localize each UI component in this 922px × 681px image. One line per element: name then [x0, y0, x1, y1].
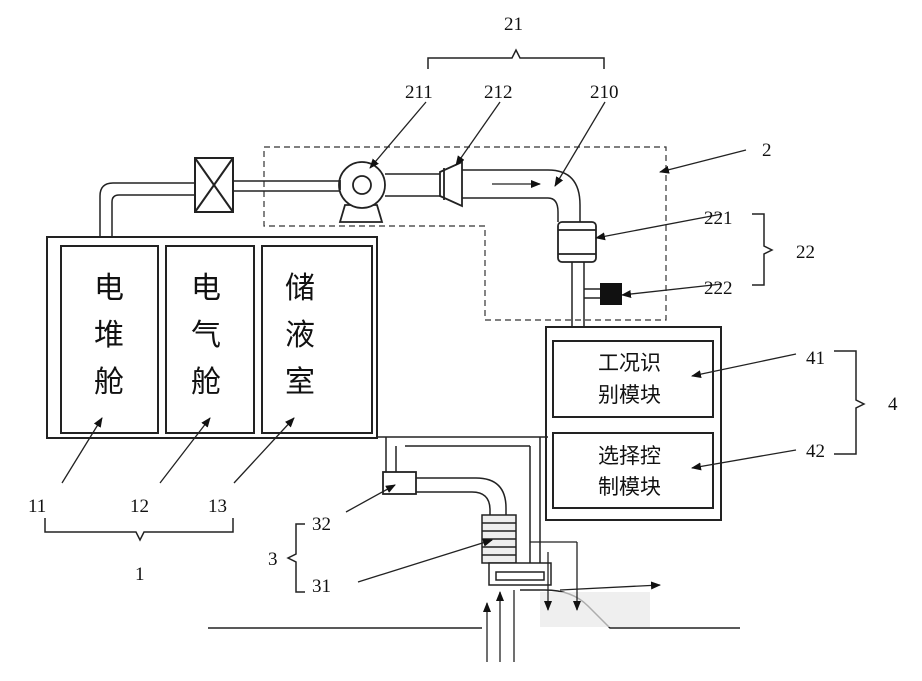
label-41: 41 [806, 348, 825, 369]
label-211: 211 [405, 82, 433, 103]
module-42-line-2: 制模块 [598, 475, 661, 499]
label-4: 4 [888, 394, 898, 415]
ground [208, 590, 740, 628]
electric-char-3: 舱 [191, 365, 221, 400]
sensor-222 [584, 283, 622, 305]
stack-char-2: 堆 [94, 318, 124, 353]
label-1: 1 [135, 564, 145, 585]
stack-char-1: 电 [94, 271, 124, 306]
label-31: 31 [312, 576, 331, 597]
electric-char-2: 气 [191, 318, 221, 353]
label-32: 32 [312, 514, 331, 535]
label-12: 12 [130, 496, 149, 517]
ground-hatch [540, 592, 650, 627]
module-42-line-1: 选择控 [598, 444, 661, 468]
braces [45, 50, 864, 592]
label-3: 3 [268, 549, 278, 570]
reservoir-char-1: 储 [285, 271, 315, 306]
label-13: 13 [208, 496, 227, 517]
electric-char-1: 电 [191, 271, 221, 306]
reservoir-char-3: 室 [285, 365, 315, 400]
module-41-line-2: 别模块 [598, 383, 661, 407]
module-41-line-1: 工况识 [598, 351, 661, 375]
label-22: 22 [796, 242, 815, 263]
label-210: 210 [590, 82, 619, 103]
label-222: 222 [704, 278, 733, 299]
valve-symbol [195, 158, 233, 212]
label-2: 2 [762, 140, 772, 161]
reservoir-compartment [262, 246, 372, 433]
fan-212 [440, 162, 462, 206]
label-21: 21 [504, 14, 523, 35]
device-221 [558, 222, 596, 262]
label-221: 221 [704, 208, 733, 229]
label-212: 212 [484, 82, 513, 103]
label-42: 42 [806, 441, 825, 462]
reservoir-char-2: 液 [285, 318, 315, 353]
label-11: 11 [28, 496, 46, 517]
stack-char-3: 舱 [94, 365, 124, 400]
pump-211 [339, 162, 385, 222]
component-32 [383, 472, 416, 494]
